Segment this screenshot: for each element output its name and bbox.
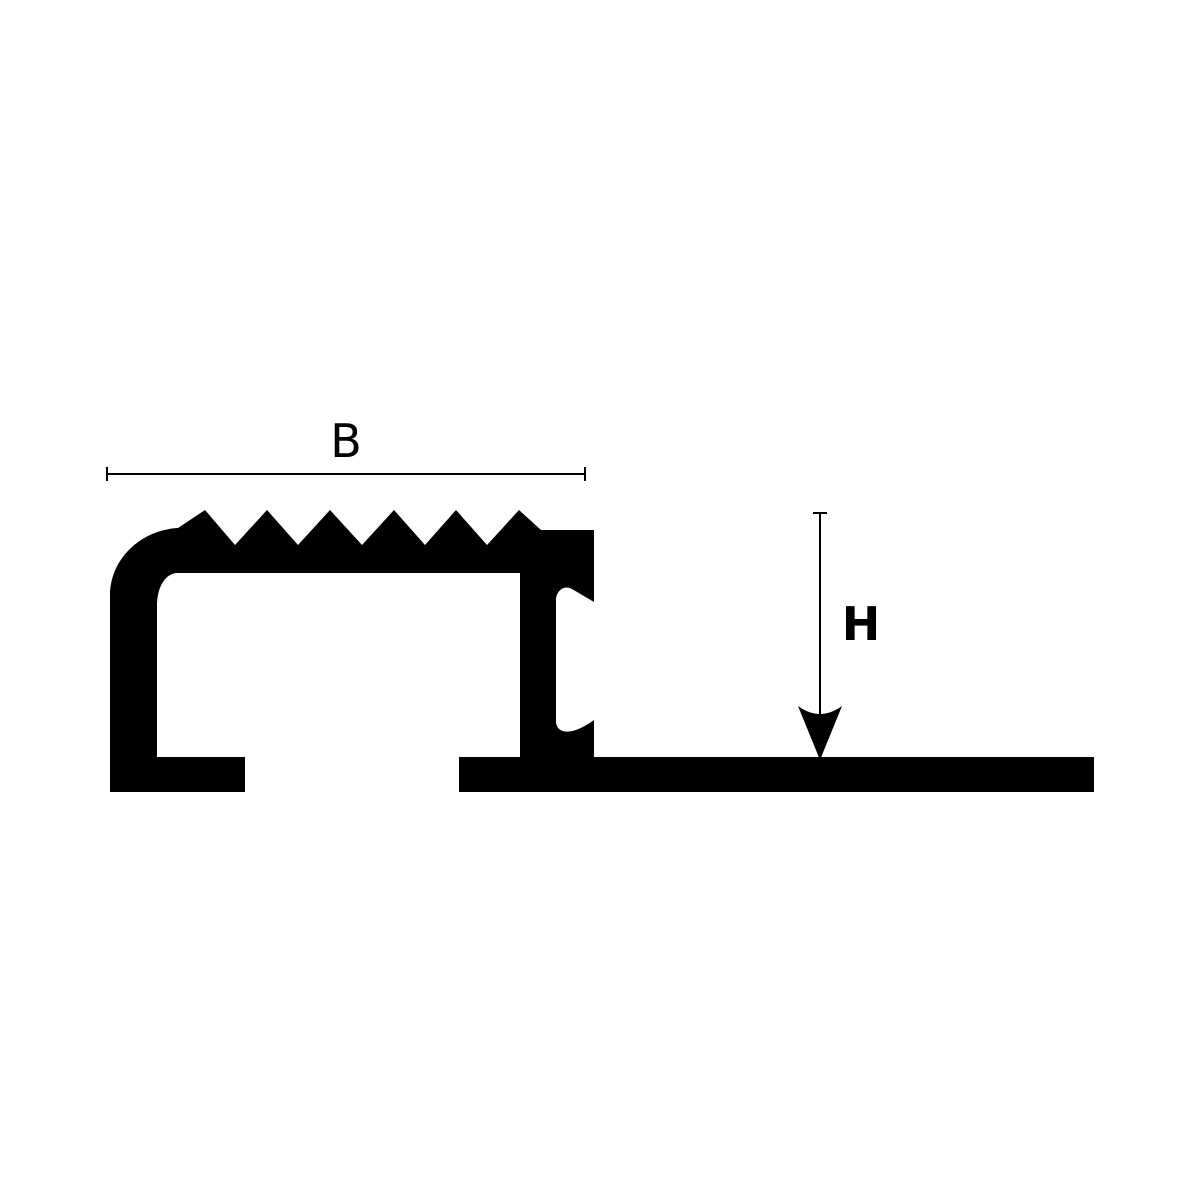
profile-body — [110, 510, 594, 792]
base-flange — [459, 757, 1094, 792]
height-label-h: H — [842, 597, 881, 651]
height-dimension: H — [798, 512, 881, 760]
width-label-b: B — [330, 414, 362, 468]
height-arrow-head — [798, 706, 842, 760]
width-dimension: B — [106, 414, 586, 481]
